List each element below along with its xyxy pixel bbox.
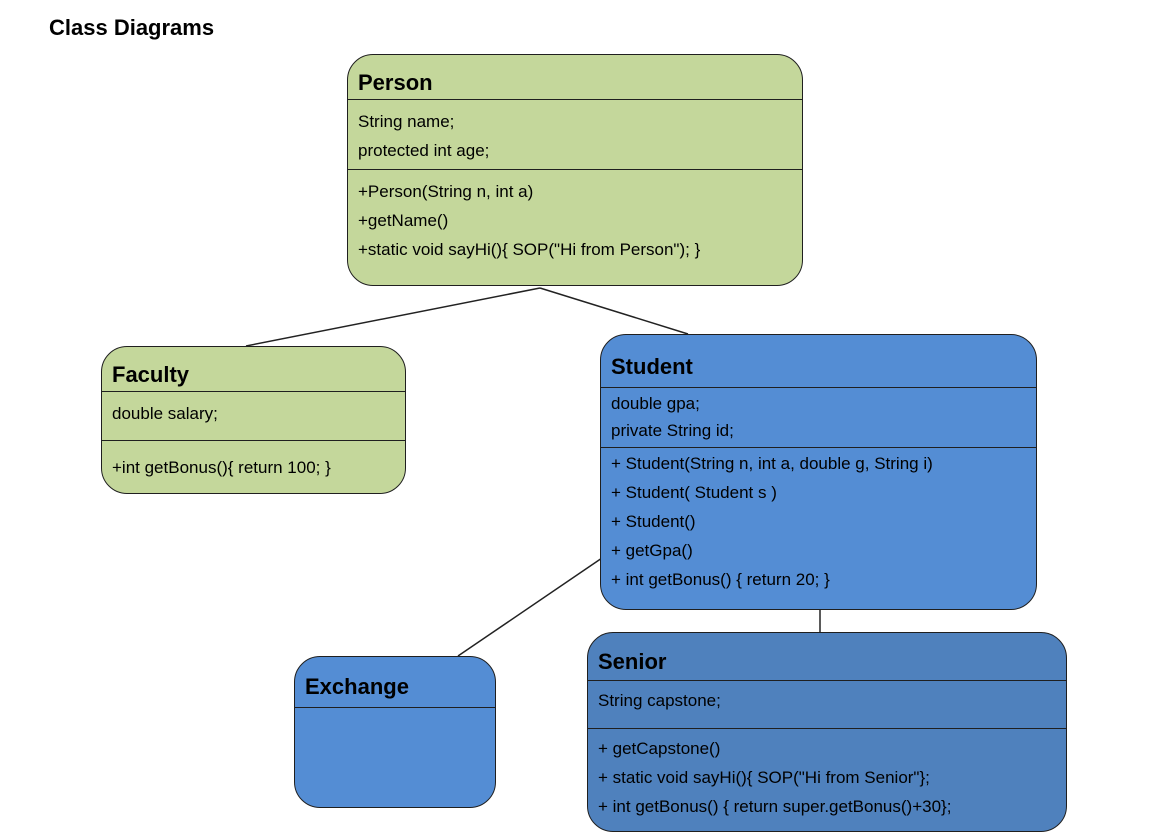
attribute: double salary; [112,404,218,423]
method: + getGpa() [611,541,693,560]
class-name: Exchange [295,657,495,708]
method: + Student( Student s ) [611,483,777,502]
connector-faculty-person [245,287,541,347]
method: +getName() [358,211,449,230]
attribute: String capstone; [598,691,721,710]
class-student: Student double gpa; private String id; +… [600,334,1037,610]
method: + int getBonus() { return super.getBonus… [598,797,952,816]
method: + int getBonus() { return 20; } [611,570,830,589]
class-senior: Senior String capstone; + getCapstone() … [587,632,1067,832]
class-faculty: Faculty double salary; +int getBonus(){ … [101,346,406,494]
attribute: protected int age; [358,141,490,160]
method: + getCapstone() [598,739,721,758]
methods-section: + getCapstone() + static void sayHi(){ S… [588,729,1066,821]
method: +int getBonus(){ return 100; } [112,458,331,477]
attributes-section: double gpa; private String id; [601,388,1036,448]
attribute: private String id; [611,421,734,440]
class-name: Senior [588,633,1066,681]
methods-section: + Student(String n, int a, double g, Str… [601,448,1036,594]
attribute: double gpa; [611,394,700,413]
connector-exchange-student [457,557,603,657]
method: + Student() [611,512,696,531]
connector-student-person [539,287,689,335]
class-exchange: Exchange [294,656,496,808]
method: +Person(String n, int a) [358,182,534,201]
attributes-section: String name; protected int age; [348,100,802,170]
class-person: Person String name; protected int age; +… [347,54,803,286]
methods-section: +Person(String n, int a) +getName() +sta… [348,170,802,264]
class-name: Faculty [102,347,405,392]
attributes-section: String capstone; [588,681,1066,729]
attribute: String name; [358,112,455,131]
attributes-section: double salary; [102,392,405,441]
class-name: Person [348,55,802,100]
method: + Student(String n, int a, double g, Str… [611,454,933,473]
methods-section: +int getBonus(){ return 100; } [102,441,405,482]
method: +static void sayHi(){ SOP("Hi from Perso… [358,240,701,259]
method: + static void sayHi(){ SOP("Hi from Seni… [598,768,930,787]
page-title: Class Diagrams [49,15,215,40]
class-name: Student [601,335,1036,388]
